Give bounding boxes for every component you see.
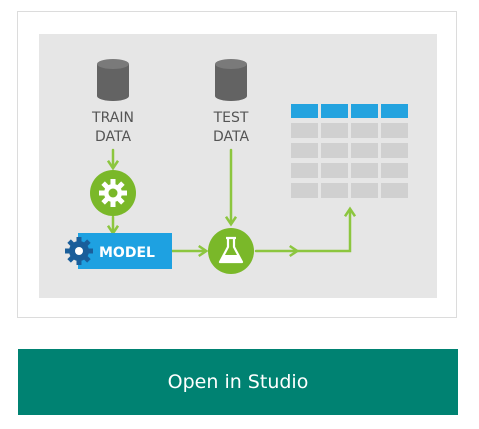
output-table-icon [291,104,408,198]
train-database-icon [97,59,129,101]
train-gear-icon [90,170,136,216]
train-data-label-line2: DATA [95,129,131,145]
test-data-label-line2: DATA [213,129,249,145]
model-label: MODEL [99,245,155,261]
open-in-studio-label: Open in Studio [167,371,309,393]
flow-connectors [106,148,357,258]
open-in-studio-button[interactable]: Open in Studio [18,349,458,415]
train-data-label-line1: TRAIN [91,110,134,126]
model-gear-icon [65,237,93,265]
test-database-icon [215,59,247,101]
flask-icon [208,228,254,274]
test-data-label-line1: TEST [213,110,249,126]
arrow-to-table [294,206,357,253]
model-block: MODEL [78,233,172,269]
